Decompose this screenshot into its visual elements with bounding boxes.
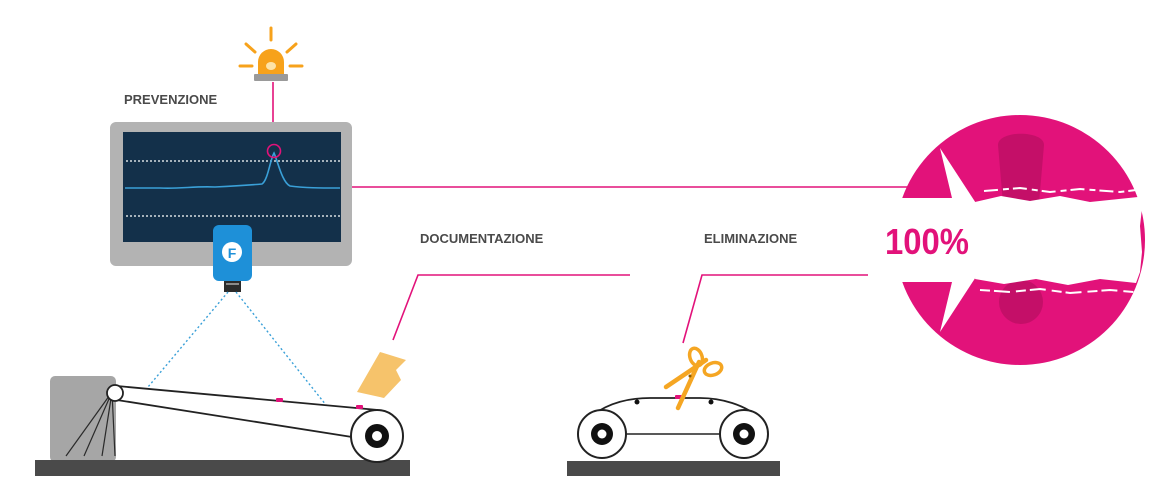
result-arrow — [868, 148, 1000, 332]
inspected-text: ISPEZIONATO AL — [983, 228, 1133, 261]
documentation-connector — [392, 274, 630, 341]
camera-sensor-icon: F — [213, 225, 252, 292]
elimination-connector — [682, 274, 910, 344]
base-plate-right — [567, 461, 780, 476]
documentation-label: DOCUMENTAZIONE — [420, 231, 544, 246]
defect-mark — [356, 405, 363, 409]
idler-roller — [106, 384, 124, 402]
monitor — [110, 122, 352, 266]
spike-marker — [266, 143, 282, 159]
warning-beacon-icon — [238, 26, 304, 81]
view-line-right — [235, 291, 327, 406]
signal-graph — [125, 151, 341, 190]
percent-text: 100% — [885, 221, 969, 262]
elimination-label: ELIMINAZIONE — [704, 231, 797, 246]
machine-housing — [50, 376, 116, 462]
left-conveyor — [35, 376, 410, 476]
label-tag-icon — [357, 352, 406, 398]
result-band — [975, 186, 1142, 295]
prevention-label: PREVENZIONE — [124, 92, 218, 107]
view-line-left — [147, 291, 229, 388]
base-plate-left — [35, 460, 410, 476]
camera-logo: F — [228, 245, 237, 261]
scissors-icon — [663, 346, 724, 411]
right-conveyor — [567, 395, 780, 476]
defect-mark — [276, 398, 283, 402]
